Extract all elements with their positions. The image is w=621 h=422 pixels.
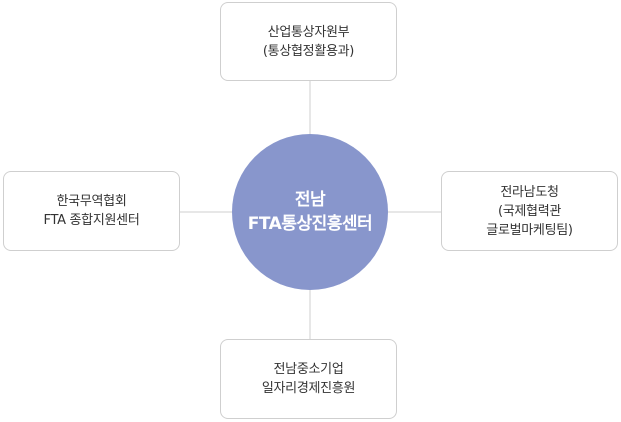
node-jeonnam-sme-agency: 전남중소기업 일자리경제진흥원 <box>220 339 397 419</box>
node-kita-dept: FTA 종합지원센터 <box>43 213 140 228</box>
node-jeonnam-province: 전라남도청 (국제협력관 글로벌마케팅팀) <box>441 171 618 251</box>
node-kita-name: 한국무역협회 <box>56 194 127 209</box>
node-ministry-trade-name: 산업통상자원부 <box>267 24 350 40</box>
node-jeonnam-sme-agency-line2: 일자리경제진흥원 <box>261 381 356 396</box>
node-jeonnam-province-dept2: 글로벌마케팅팀) <box>486 222 573 238</box>
node-kita: 한국무역협회 FTA 종합지원센터 <box>3 171 180 251</box>
center-node-line1: 전남 <box>294 190 326 210</box>
node-jeonnam-province-name: 전라남도청 <box>500 184 559 200</box>
center-node: 전남 FTA통상진흥센터 <box>232 134 388 290</box>
node-ministry-trade: 산업통상자원부 (통상협정활용과) <box>220 2 397 81</box>
node-jeonnam-sme-agency-line1: 전남중소기업 <box>273 362 344 377</box>
node-ministry-trade-dept: (통상협정활용과) <box>262 43 355 59</box>
center-node-line2: FTA통상진흥센터 <box>247 214 373 234</box>
node-jeonnam-province-dept1: (국제협력관 <box>497 203 562 219</box>
